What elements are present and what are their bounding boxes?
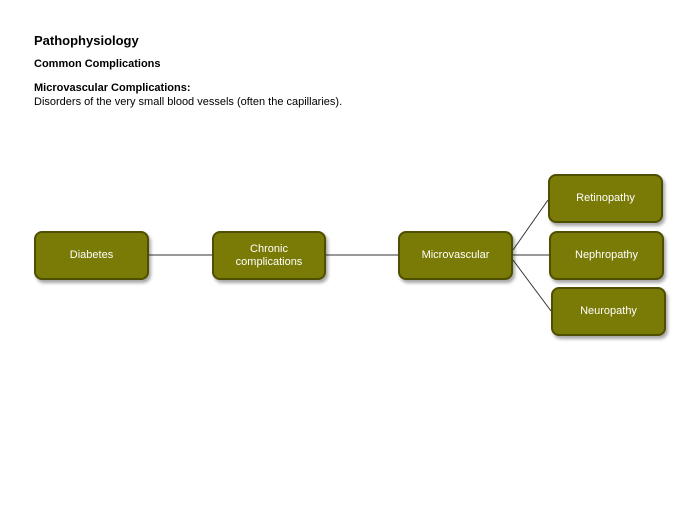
node-nephropathy: Nephropathy (549, 231, 664, 280)
section-description: Disorders of the very small blood vessel… (34, 96, 343, 108)
node-chronic-complications: Chronic complications (212, 231, 326, 280)
page-subtitle: Common Complications (34, 58, 161, 70)
node-diabetes: Diabetes (34, 231, 149, 280)
node-neuropathy: Neuropathy (551, 287, 666, 336)
node-retinopathy-label: Retinopathy (576, 192, 635, 204)
node-microvascular: Microvascular (398, 231, 513, 280)
section-heading: Microvascular Complications: (34, 82, 191, 94)
page-title: Pathophysiology (34, 33, 139, 48)
connector-microvascular-neuropathy (512, 259, 552, 312)
node-diabetes-label: Diabetes (69, 249, 114, 261)
node-microvascular-label: Microvascular (421, 249, 490, 261)
node-chronic-complications-label: Chronic complications (235, 242, 303, 268)
node-nephropathy-label: Nephropathy (575, 249, 638, 261)
node-retinopathy: Retinopathy (548, 174, 663, 223)
node-neuropathy-label: Neuropathy (580, 305, 637, 317)
connector-microvascular-retinopathy (512, 199, 549, 251)
